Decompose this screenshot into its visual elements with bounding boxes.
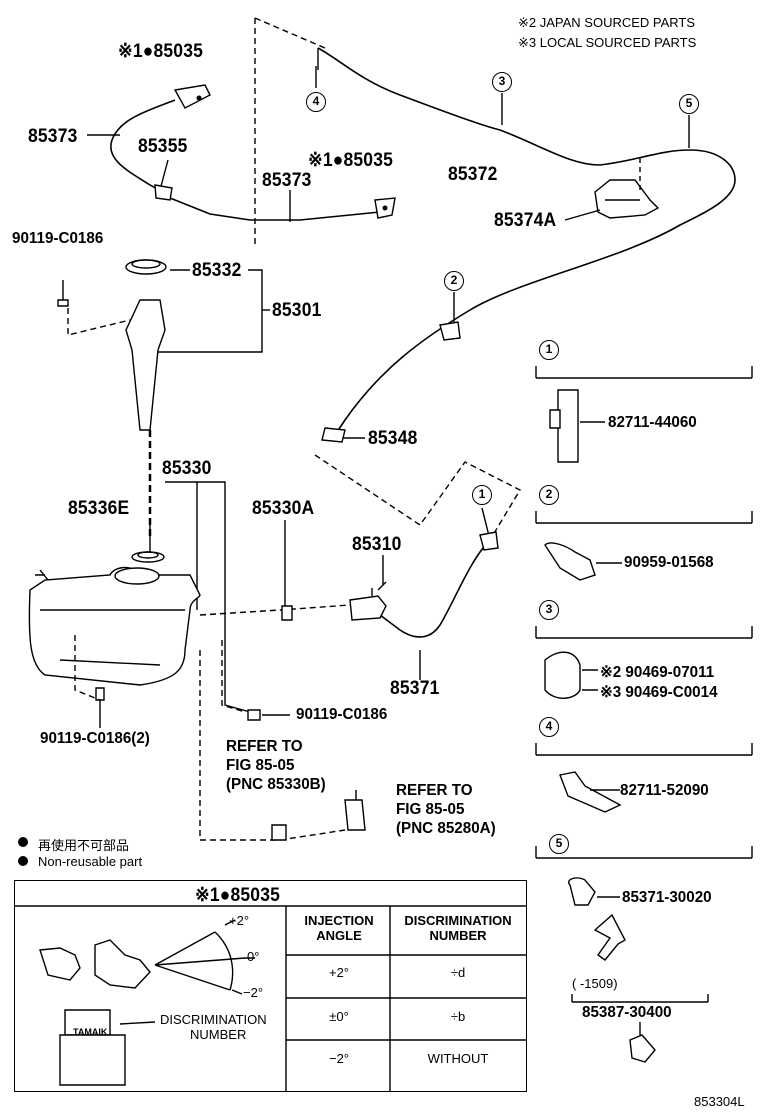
part-label-85332: 85332 <box>192 260 242 281</box>
fig-angle-zero: 0° <box>247 949 260 964</box>
panel-3-number: 3 <box>539 600 559 620</box>
table-row-2-disc: ÷b <box>450 1009 466 1024</box>
part-label-85373-b: 85373 <box>262 170 312 191</box>
panel-1-part: 82711-44060 <box>608 414 697 431</box>
panel-4-part: 82711-52090 <box>620 782 709 799</box>
fig-angle-plus: +2° <box>229 913 250 928</box>
part-label-85374a: 85374A <box>494 210 557 231</box>
callout-4: 4 <box>306 92 326 112</box>
table-row-1-angle: +2° <box>328 965 350 980</box>
fig-angle-minus: −2° <box>243 985 264 1000</box>
part-label-85371: 85371 <box>390 678 440 699</box>
part-label-85310: 85310 <box>352 534 402 555</box>
table-row-3-disc: WITHOUT <box>427 1051 489 1066</box>
panel-1-number: 1 <box>539 340 559 360</box>
refer-2-line-a: REFER TO <box>396 782 473 799</box>
figure-code: 853304L <box>694 1094 745 1109</box>
table-row-1-disc: ÷d <box>450 965 466 980</box>
refer-1-line-a: REFER TO <box>226 738 303 755</box>
table-header-injection-angle: INJECTION ANGLE <box>304 913 374 943</box>
part-label-85348: 85348 <box>368 428 418 449</box>
part-label-85301: 85301 <box>272 300 322 321</box>
refer-2-line-b: FIG 85-05 <box>396 801 465 818</box>
table-title: ※1●85035 <box>195 885 281 906</box>
table-row-3-angle: −2° <box>328 1051 350 1066</box>
part-label-85330a: 85330A <box>252 498 315 519</box>
part-label-85373-a: 85373 <box>28 126 78 147</box>
panel-5-part: 85371-30020 <box>622 889 712 906</box>
fig-discrimination-label-a: DISCRIMINATION <box>160 1012 267 1027</box>
panel-3-part-b: ※3 90469-C0014 <box>600 684 718 701</box>
panel-4-number: 4 <box>539 717 559 737</box>
local-sourced-note: ※3 LOCAL SOURCED PARTS <box>518 35 697 50</box>
part-label-90119-a: 90119-C0186 <box>12 230 104 247</box>
part-label-85355: 85355 <box>138 136 188 157</box>
refer-1-line-c: (PNC 85330B) <box>226 776 326 793</box>
table-row-2-angle: ±0° <box>329 1009 349 1024</box>
callout-2: 2 <box>444 271 464 291</box>
table-header-discrimination-number: DISCRIMINATION NUMBER <box>404 913 512 943</box>
fig-brand: TAMAIK <box>73 1027 108 1037</box>
refer-1-line-b: FIG 85-05 <box>226 757 295 774</box>
callout-1: 1 <box>472 485 492 505</box>
panel-5-number: 5 <box>549 834 569 854</box>
callout-5: 5 <box>679 94 699 114</box>
part-label-85035-mid: ※1●85035 <box>308 150 394 171</box>
part-label-90119-c: 90119-C0186(2) <box>40 730 150 747</box>
part-label-85035-top: ※1●85035 <box>118 41 204 62</box>
panel-5-range: ( -1509) <box>572 976 618 991</box>
part-label-85372: 85372 <box>448 164 498 185</box>
discrimination-table: ※1●85035 INJECTION ANGLE DISCRIMINATION … <box>14 880 527 1092</box>
legend-jp: 再使用不可部品 <box>38 838 130 853</box>
part-label-85336e: 85336E <box>68 498 130 519</box>
japan-sourced-note: ※2 JAPAN SOURCED PARTS <box>518 15 696 30</box>
panel-2-part: 90959-01568 <box>624 554 714 571</box>
callout-3: 3 <box>492 72 512 92</box>
refer-2-line-c: (PNC 85280A) <box>396 820 496 837</box>
panel-2-number: 2 <box>539 485 559 505</box>
part-label-90119-b: 90119-C0186 <box>296 706 388 723</box>
part-label-85330: 85330 <box>162 458 212 479</box>
panel-5-old-part: 85387-30400 <box>582 1004 672 1021</box>
legend-en: Non-reusable part <box>38 854 143 869</box>
fig-discrimination-label-b: NUMBER <box>190 1027 247 1042</box>
panel-3-part-a: ※2 90469-07011 <box>600 664 715 681</box>
